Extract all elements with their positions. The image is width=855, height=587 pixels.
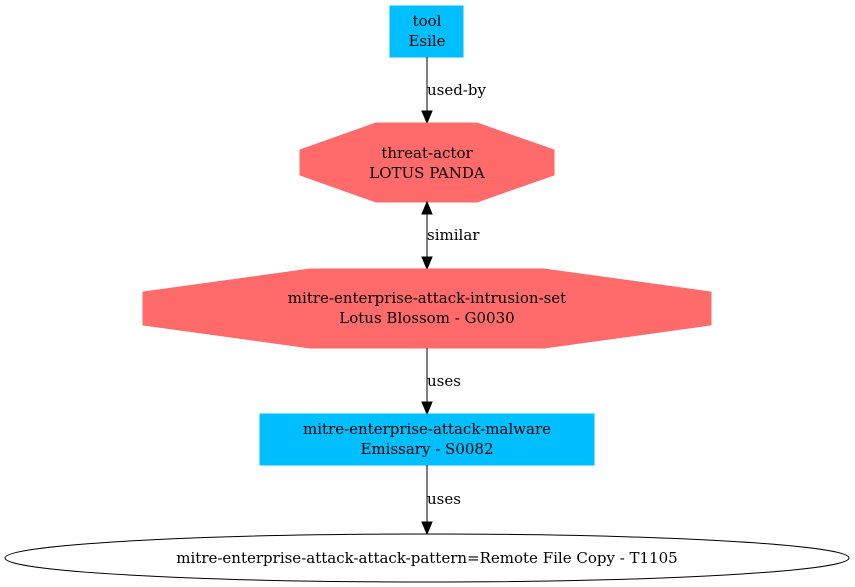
edge-used-by-arrowhead (421, 110, 433, 125)
attack-pattern-node-ellipse (4, 533, 850, 583)
edge-uses-malware-label: uses (427, 372, 461, 390)
intrusion-set-node-type-label: mitre-enterprise-attack-intrusion-set (288, 289, 566, 307)
edge-uses-malware: uses (421, 348, 461, 416)
edge-similar-arrowhead-up (421, 200, 433, 215)
tool-node-type-label: tool (413, 12, 442, 30)
edge-uses-pattern-arrowhead (421, 521, 433, 536)
attack-pattern-node-label: mitre-enterprise-attack-attack-pattern=R… (176, 549, 677, 567)
tool-node-name-label: Esile (408, 32, 445, 50)
edge-used-by: used-by (421, 57, 487, 125)
intrusion-set-node-octagon (142, 268, 712, 349)
edge-similar-arrowhead-down (421, 256, 433, 271)
node-intrusion-set-lotus-blossom[interactable]: mitre-enterprise-attack-intrusion-set Lo… (142, 268, 712, 349)
edge-similar-label: similar (427, 226, 480, 244)
intrusion-set-node-name-label: Lotus Blossom - G0030 (339, 309, 514, 327)
threat-actor-node-type-label: threat-actor (381, 144, 473, 162)
edge-uses-pattern: uses (421, 465, 461, 536)
tool-node-box (389, 5, 464, 58)
node-threat-actor-lotus-panda[interactable]: threat-actor LOTUS PANDA (299, 122, 555, 203)
malware-node-name-label: Emissary - S0082 (360, 440, 493, 458)
edge-used-by-label: used-by (427, 81, 487, 99)
malware-node-type-label: mitre-enterprise-attack-malware (303, 420, 551, 438)
threat-actor-node-octagon (299, 122, 555, 203)
node-tool-esile[interactable]: tool Esile (389, 5, 464, 58)
malware-node-box (259, 413, 595, 466)
node-attack-pattern-remote-file-copy[interactable]: mitre-enterprise-attack-attack-pattern=R… (4, 533, 850, 583)
threat-actor-node-name-label: LOTUS PANDA (369, 164, 485, 182)
node-malware-emissary[interactable]: mitre-enterprise-attack-malware Emissary… (259, 413, 595, 466)
edge-similar: similar (421, 200, 480, 271)
edge-uses-pattern-label: uses (427, 490, 461, 508)
edge-uses-malware-arrowhead (421, 401, 433, 416)
